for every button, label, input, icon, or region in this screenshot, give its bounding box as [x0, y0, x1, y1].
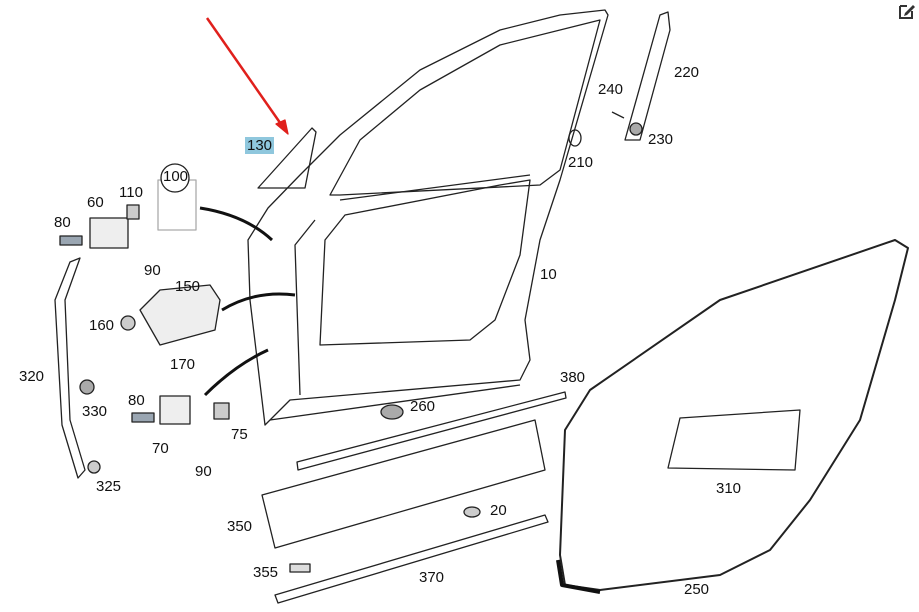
part-380-shape	[296, 391, 567, 471]
part-250-shape	[559, 239, 909, 591]
part-label-100[interactable]: 100	[163, 168, 189, 185]
part-label-380[interactable]: 380	[560, 369, 586, 386]
part-label-210[interactable]: 210	[568, 154, 594, 171]
part-label-220[interactable]: 220	[674, 64, 700, 81]
part-label-330[interactable]: 330	[82, 403, 108, 420]
part-130-shape	[257, 127, 317, 189]
part-label-160[interactable]: 160	[89, 317, 115, 334]
part-60-shape	[89, 217, 129, 249]
part-320-shape	[54, 257, 86, 479]
fitting-arrows	[199, 206, 296, 397]
part-label-230[interactable]: 230	[648, 131, 674, 148]
part-label-240[interactable]: 240	[598, 81, 624, 98]
part-label-80[interactable]: 80	[54, 214, 71, 231]
part-label-90[interactable]: 90	[144, 262, 161, 279]
door-shell	[247, 9, 609, 426]
pointer-arrow	[205, 17, 289, 135]
part-240-shape	[611, 111, 625, 119]
part-220-shape	[624, 11, 671, 141]
part-label-355[interactable]: 355	[253, 564, 279, 581]
part-80-bolt	[59, 235, 83, 246]
part-80-bolt-2	[131, 412, 155, 423]
part-label-310[interactable]: 310	[716, 480, 742, 497]
part-325-shape	[87, 460, 101, 474]
part-150-shape	[139, 284, 221, 346]
part-210-shape	[568, 129, 582, 147]
part-label-110[interactable]: 110	[119, 184, 143, 201]
part-label-10[interactable]: 10	[540, 266, 557, 283]
part-label-20[interactable]: 20	[490, 502, 507, 519]
part-label-325[interactable]: 325	[96, 478, 122, 495]
part-230-shape	[629, 122, 643, 136]
part-label-170[interactable]: 170	[170, 356, 196, 373]
part-70-shape	[159, 395, 191, 425]
part-label-80-b[interactable]: 80	[128, 392, 145, 409]
part-label-370[interactable]: 370	[419, 569, 445, 586]
part-label-260[interactable]: 260	[410, 398, 436, 415]
part-310-shape	[667, 409, 801, 471]
part-label-70[interactable]: 70	[152, 440, 169, 457]
part-110-shape	[126, 204, 140, 220]
part-330-shape	[79, 379, 95, 395]
part-label-75[interactable]: 75	[231, 426, 248, 443]
part-label-320[interactable]: 320	[19, 368, 45, 385]
part-label-150[interactable]: 150	[175, 278, 201, 295]
part-label-350[interactable]: 350	[227, 518, 253, 535]
part-label-130-highlighted[interactable]: 130	[245, 137, 275, 154]
part-label-60[interactable]: 60	[87, 194, 104, 211]
part-260-shape	[380, 404, 404, 420]
part-370-shape	[274, 514, 549, 604]
part-350-shape	[261, 419, 546, 549]
part-75-shape	[213, 402, 230, 420]
part-label-90-b[interactable]: 90	[195, 463, 212, 480]
part-20-shape	[463, 506, 481, 518]
part-label-250[interactable]: 250	[684, 581, 710, 598]
edit-icon[interactable]	[898, 2, 916, 20]
part-160-shape	[120, 315, 136, 331]
part-355-shape	[289, 563, 311, 573]
